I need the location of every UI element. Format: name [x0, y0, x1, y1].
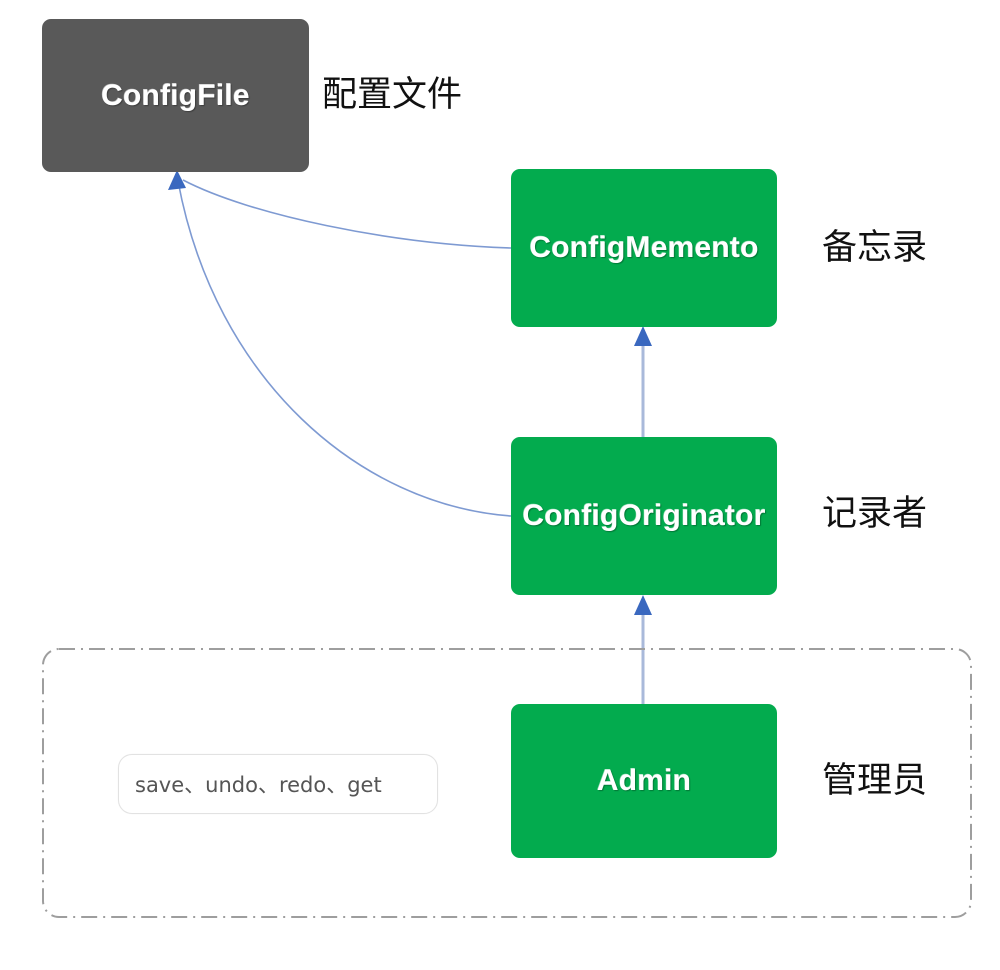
node-config-originator-label: ConfigOriginator: [522, 499, 766, 532]
node-config-file-label: ConfigFile: [101, 78, 250, 112]
annotation-config-originator: 记录者: [822, 494, 928, 534]
annotation-config-file: 配置文件: [322, 75, 463, 115]
group-border: [42, 648, 972, 918]
admin-methods-text: save、undo、redo、get: [135, 773, 382, 797]
connector-originator-to-configfile: [177, 180, 512, 517]
admin-methods-pill: save、undo、redo、get: [118, 754, 438, 814]
node-config-memento[interactable]: ConfigMemento: [511, 169, 777, 327]
node-config-memento-label: ConfigMemento: [529, 231, 759, 264]
node-config-originator[interactable]: ConfigOriginator: [511, 437, 777, 595]
connector-memento-to-configfile: [182, 179, 512, 249]
arrowhead-into-originator: [634, 595, 652, 615]
client-scope-group: [42, 648, 972, 918]
node-config-file[interactable]: ConfigFile: [42, 19, 309, 172]
arrowhead-into-memento: [634, 326, 652, 346]
node-admin[interactable]: Admin: [511, 704, 777, 858]
node-admin-label: Admin: [596, 764, 692, 797]
annotation-config-memento: 备忘录: [822, 228, 928, 268]
arrowhead-into-configfile: [168, 170, 186, 190]
annotation-admin: 管理员: [822, 761, 928, 801]
